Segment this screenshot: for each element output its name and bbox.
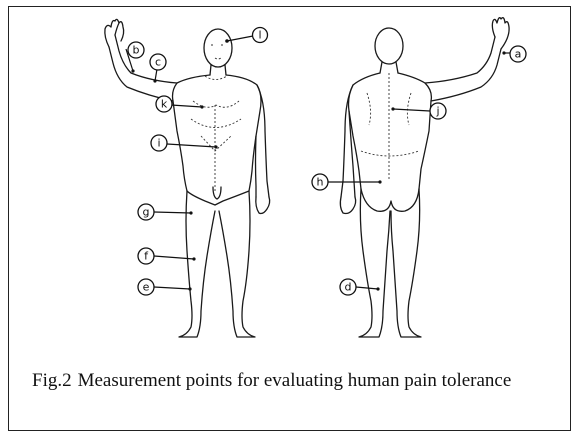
- marker-j: j: [391, 103, 446, 119]
- marker-a: a: [502, 46, 526, 62]
- front-hanging-arm: [256, 85, 270, 197]
- front-head: [204, 29, 232, 67]
- marker-label-c: c: [155, 56, 161, 69]
- marker-label-e: e: [143, 281, 150, 294]
- marker-g: g: [138, 204, 193, 220]
- front-raised-arm: [109, 35, 177, 101]
- back-torso: [349, 73, 432, 189]
- marker-label-h: h: [317, 176, 324, 189]
- marker-c: c: [150, 54, 166, 83]
- back-view-figure: [340, 18, 509, 337]
- marker-l: l: [225, 28, 267, 43]
- marker-h: h: [312, 174, 382, 190]
- back-head: [375, 28, 403, 64]
- marker-d: d: [340, 279, 380, 295]
- back-hanging-arm: [341, 85, 355, 197]
- marker-label-g: g: [143, 206, 150, 219]
- back-pelvis: [361, 189, 419, 211]
- body-diagram: l b c k i: [9, 7, 572, 357]
- marker-label-k: k: [161, 98, 168, 111]
- marker-e: e: [138, 279, 192, 295]
- marker-label-a: a: [515, 48, 522, 61]
- marker-label-i: i: [157, 137, 160, 150]
- marker-k: k: [156, 96, 204, 112]
- marker-label-b: b: [133, 44, 140, 57]
- back-raised-hand: [492, 18, 509, 49]
- caption-text: Measurement points for evaluating human …: [78, 370, 512, 391]
- front-torso: [173, 75, 262, 191]
- front-raised-hand: [105, 19, 124, 47]
- back-raised-arm: [425, 37, 501, 101]
- figure-frame: l b c k i: [8, 6, 571, 431]
- back-legs: [359, 189, 421, 337]
- marker-b: b: [126, 42, 144, 73]
- marker-label-j: j: [435, 105, 439, 118]
- figure-number: Fig.2: [32, 370, 72, 391]
- marker-label-d: d: [345, 281, 352, 294]
- figure-caption: Fig.2 Measurement points for evaluating h…: [32, 365, 557, 397]
- marker-label-l: l: [258, 29, 261, 42]
